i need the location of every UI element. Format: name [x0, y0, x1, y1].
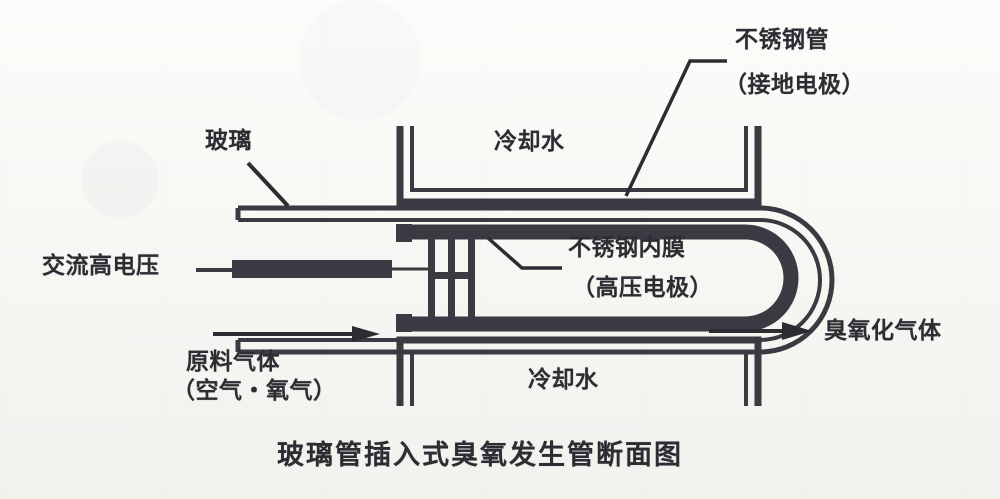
label-stainless-tube-line1: 不锈钢管 [735, 27, 829, 53]
figure-title: 玻璃管插入式臭氧发生管断面图 [277, 440, 683, 471]
feed-gas-inlet-arrow [213, 326, 380, 342]
stainless-inner-film-electrode [396, 224, 799, 332]
label-cooling-water-top: 冷却水 [494, 129, 565, 155]
label-inner-film-line1: 不锈钢内膜 [568, 235, 686, 261]
leader-lines [246, 59, 727, 270]
label-ac-high-voltage: 交流高电压 [42, 253, 160, 279]
ac-high-voltage-electrode-rod [196, 260, 432, 278]
center-partition-grid [428, 232, 475, 324]
cooling-water-chamber-top [396, 126, 762, 206]
leader-line-glass [246, 161, 290, 208]
ozonized-gas-outlet-arrow [709, 322, 812, 340]
label-feed-gas-line1: 原料气体 [186, 349, 280, 375]
label-ozonized-gas: 臭氧化气体 [824, 318, 942, 344]
label-cooling-water-bottom: 冷却水 [528, 367, 599, 393]
label-stainless-tube-line2: （接地电极） [724, 72, 865, 98]
label-feed-gas-line2: （空气・氧气） [172, 378, 337, 404]
label-inner-film-line2: （高压电极） [572, 275, 713, 301]
leader-line-inner-film [486, 236, 562, 270]
label-glass: 玻璃 [205, 128, 252, 154]
leader-line-stainless-tube [624, 59, 727, 197]
